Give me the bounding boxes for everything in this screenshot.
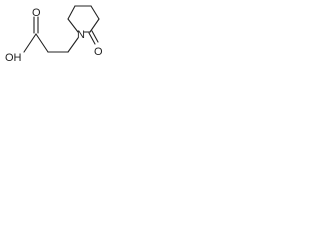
ketone-double-bond-b (91, 30, 99, 43)
piperidinone-ring (67, 5, 100, 33)
chain-bond-c2-c3 (35, 33, 49, 53)
acid-oh-label: OH (5, 52, 22, 64)
ring-nitrogen-label: N (77, 29, 85, 41)
acid-bond-c3-oh (23, 33, 37, 53)
chemical-structure: O N OH O (5, 5, 103, 64)
ring-bond-c6-c5 (67, 5, 76, 20)
chain-bond-n-c1 (67, 37, 79, 53)
acid-carbonyl-group (33, 16, 39, 34)
ketone-double-bond-a (88, 32, 96, 45)
ketone-group (88, 30, 99, 45)
propanoic-chain (23, 33, 79, 53)
ring-bond-c3-c2 (89, 18, 100, 33)
ring-bond-c4-c3 (90, 5, 100, 20)
acid-carbonyl-oxygen-label: O (32, 7, 41, 19)
ketone-oxygen-label: O (94, 46, 103, 58)
ring-bond-n-c6 (67, 18, 79, 33)
